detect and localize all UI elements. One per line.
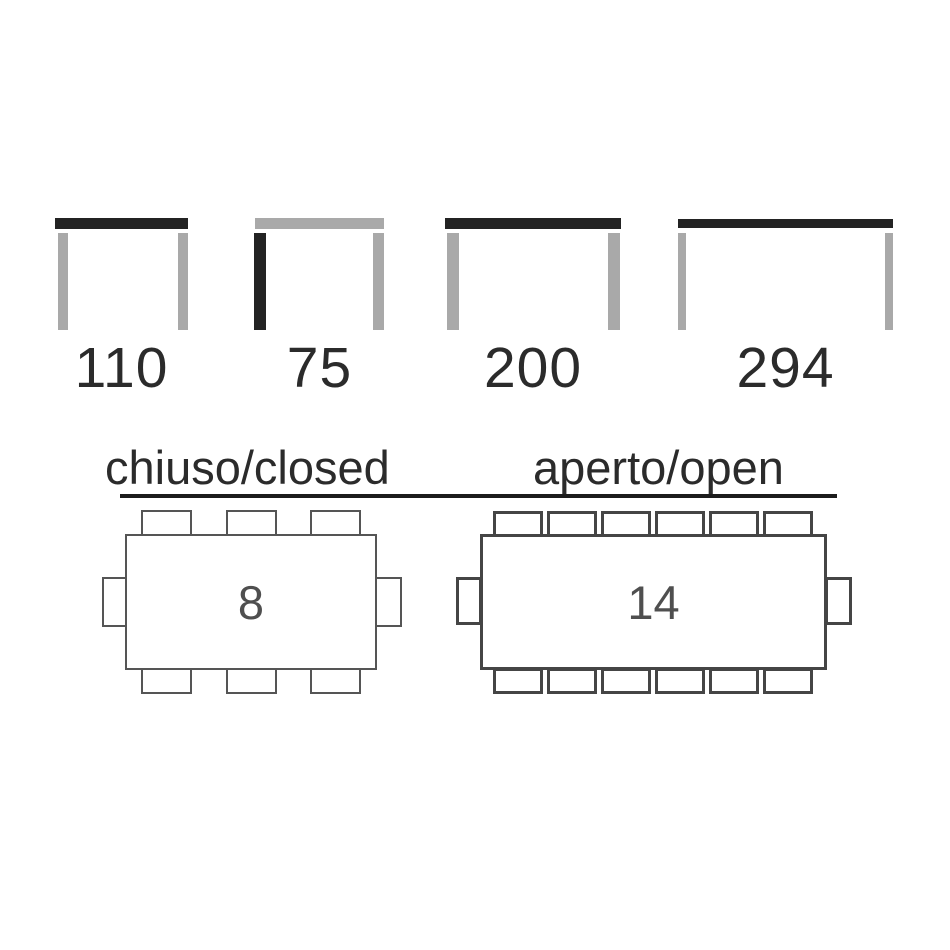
table-leg — [447, 233, 459, 330]
chair-right — [374, 577, 402, 627]
chair-icon — [493, 668, 543, 694]
chair-row-bottom — [141, 668, 361, 694]
chair-right — [825, 577, 852, 625]
tabletop-bar — [255, 218, 384, 229]
closed-state-label: chiuso/closed — [105, 441, 390, 494]
table-leg — [58, 233, 68, 330]
tabletop-bar-highlighted — [55, 218, 188, 229]
chair-icon — [374, 577, 402, 627]
chair-icon — [601, 668, 651, 694]
tabletop-bar-highlighted — [678, 219, 893, 228]
seat-count-label: 8 — [237, 575, 265, 629]
dimension-value: 294 — [736, 336, 835, 400]
chair-icon — [547, 668, 597, 694]
table-leg — [608, 233, 620, 330]
chair-icon — [141, 668, 192, 694]
table-leg — [373, 233, 384, 330]
seat-count-label: 14 — [627, 575, 680, 629]
chair-icon — [225, 510, 277, 536]
section-divider-line — [120, 494, 837, 498]
open-state-label: aperto/open — [533, 441, 784, 494]
table-leg — [178, 233, 188, 330]
chair-icon — [709, 668, 759, 694]
chair-icon — [310, 668, 361, 694]
dimension-value: 110 — [74, 336, 169, 400]
chair-icon — [310, 510, 361, 536]
chair-left — [456, 577, 482, 625]
table-leg-highlighted — [254, 233, 266, 330]
chair-icon — [763, 668, 813, 694]
chair-icon — [825, 577, 852, 625]
dimension-value: 200 — [483, 336, 583, 400]
table-leg — [885, 233, 893, 330]
chair-icon — [493, 511, 543, 537]
table-surface-open: 14 — [480, 534, 827, 670]
chair-icon — [655, 668, 705, 694]
tabletop-bar-highlighted — [445, 218, 621, 229]
chair-row-bottom — [493, 668, 813, 694]
table-leg — [678, 233, 686, 330]
chair-icon — [456, 577, 482, 625]
chair-row-top — [141, 510, 361, 536]
chair-icon — [141, 510, 192, 536]
dimension-value: 75 — [286, 336, 353, 400]
chair-icon — [225, 668, 277, 694]
table-surface-closed: 8 — [125, 534, 377, 670]
